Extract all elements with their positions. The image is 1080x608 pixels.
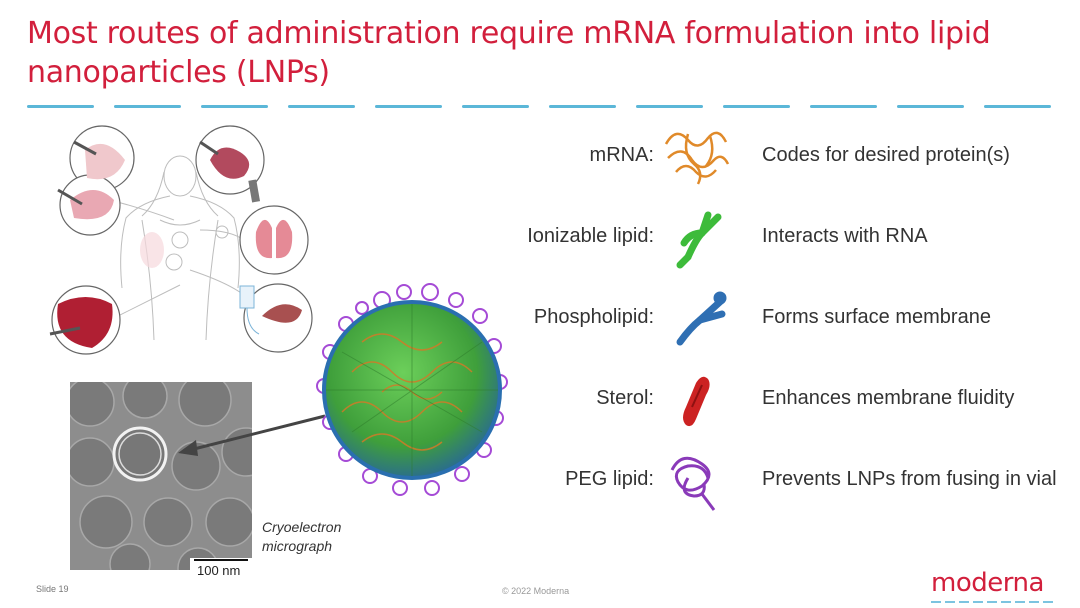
- logo-underline: [931, 601, 1053, 603]
- phospholipid-icon: [676, 291, 727, 346]
- component-label: mRNA:: [589, 144, 654, 166]
- copyright-notice: © 2022 Moderna: [502, 586, 570, 596]
- component-label: Sterol:: [596, 387, 654, 409]
- sterol-icon: [683, 376, 710, 427]
- component-row-sterol: Sterol: Enhances membrane fluidity: [500, 376, 1070, 447]
- mrna-ribbon-icon: [664, 131, 730, 185]
- slide-title: Most routes of administration require mR…: [27, 16, 991, 90]
- component-label: PEG lipid:: [565, 468, 654, 490]
- component-description: Enhances membrane fluidity: [762, 387, 1015, 409]
- lnp-particle-illustration: [316, 283, 508, 496]
- administration-routes-illustration: [49, 125, 313, 355]
- component-row-ionizable-lipid: Ionizable lipid: Interacts with RNA: [500, 211, 1070, 285]
- slide-number: Slide 19: [36, 584, 69, 594]
- component-description: Interacts with RNA: [762, 225, 928, 247]
- component-row-mrna: mRNA: Codes for desired protein(s): [500, 131, 1070, 204]
- scale-bar-label: 100 nm: [197, 563, 241, 578]
- caption-line-2: micrograph: [262, 538, 333, 554]
- component-description: Codes for desired protein(s): [762, 144, 1010, 166]
- cryoelectron-micrograph: [70, 382, 252, 570]
- component-label: Ionizable lipid:: [527, 225, 654, 247]
- component-label: Phospholipid:: [533, 306, 654, 328]
- title-divider: [27, 105, 1051, 108]
- caption-line-1: Cryoelectron: [262, 519, 342, 535]
- moderna-logo: moderna: [931, 568, 1044, 598]
- micrograph-arrow: [178, 414, 326, 456]
- component-row-phospholipid: Phospholipid: Forms surface membrane: [500, 291, 1070, 366]
- component-row-peg-lipid: PEG lipid: Prevents LNPs from fusing in …: [500, 456, 1070, 528]
- component-description: Forms surface membrane: [762, 306, 991, 328]
- ionizable-lipid-icon: [676, 211, 722, 269]
- peg-lipid-icon: [670, 456, 716, 511]
- component-description: Prevents LNPs from fusing in vial: [762, 468, 1057, 490]
- micrograph-caption: Cryoelectron micrograph: [262, 518, 341, 556]
